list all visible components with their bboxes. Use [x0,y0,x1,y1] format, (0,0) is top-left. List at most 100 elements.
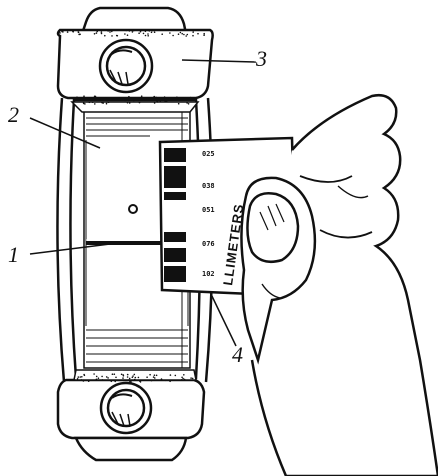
stipple-dot [164,379,167,382]
plastigage-strip [86,239,170,245]
stipple-dot [97,377,100,380]
stipple-dot [147,35,149,37]
stipple-dot [141,99,144,101]
stipple-dot [139,381,142,383]
stipple-dot [186,33,189,36]
stipple-dot [203,32,205,35]
stipple-dot [172,34,174,37]
scale-bar [164,266,186,282]
stipple-dot [100,32,103,35]
stipple-dot [124,33,126,35]
stipple-dot [95,32,98,34]
stipple-dot [74,379,76,381]
stipple-dot [153,374,156,377]
stipple-dot [76,378,79,380]
stipple-dot [159,100,162,103]
stipple-dot [122,375,125,377]
stipple-dot [81,376,83,378]
stipple-dot [151,29,154,32]
stipple-dot [76,96,78,98]
stipple-dot [110,380,113,383]
callout-leader-4 [209,291,237,347]
stipple-dot [139,97,142,100]
stipple-dot [87,380,90,383]
scale-bar [164,248,186,262]
stipple-dot [183,33,185,36]
stipple-dot [126,376,129,378]
stipple-dot [109,31,111,33]
stipple-dot [144,34,147,37]
callout-number-3: 3 [255,46,267,71]
stipple-dot [181,376,183,379]
stipple-dot [128,379,130,381]
stipple-dot [80,379,83,381]
callout-leader-1 [29,243,111,255]
stipple-dot [182,97,185,99]
stipple-dot [88,101,91,104]
stipple-dot [165,100,168,102]
stipple-dot [133,378,136,381]
stipple-dot [134,376,137,379]
stipple-dot [174,374,177,377]
stipple-dot [169,32,171,34]
stipple-dot [203,34,205,36]
stipple-dot [192,34,194,37]
stipple-dot [190,377,192,379]
stipple-dot [105,102,108,105]
stipple-dot [93,373,95,375]
stipple-dot [169,374,172,376]
stipple-dot [128,98,130,101]
stipple-dot [124,99,126,102]
hand [240,94,438,476]
stipple-dot [128,102,131,104]
stipple-dot [142,32,145,35]
scale-bar [164,192,186,200]
cap-lower-boss [74,436,188,462]
stipple-dot [161,33,163,35]
stipple-dot [125,29,127,32]
stipple-dot [101,101,103,104]
stipple-dot [113,373,116,376]
shell-outer-left [56,97,66,383]
stipple-dot [131,31,134,33]
stipple-dot [130,381,132,383]
stipple-dot [72,31,74,33]
stipple-dot [176,96,178,98]
stipple-dot [133,99,135,102]
stipple-dot [156,101,159,103]
stipple-dot [111,373,114,376]
stipple-dot [153,31,156,33]
stipple-dot [105,376,108,378]
scale-bar [164,166,186,188]
stipple-dot [89,97,92,99]
stipple-dot [153,95,155,98]
stipple-dot [105,97,107,99]
stipple-dot [104,34,106,37]
stipple-dot [180,379,183,381]
stipple-dot [155,374,158,377]
stipple-dot [130,97,133,99]
stipple-dot [133,373,136,376]
stipple-dot [146,98,149,100]
stipple-dot [87,97,89,99]
stipple-dot [191,377,194,380]
stipple-dot [138,101,141,104]
stipple-dot [101,375,103,378]
stipple-dot [181,32,183,35]
stipple-dot [186,29,189,32]
stipple-dot [94,103,96,105]
stipple-dot [189,97,192,100]
stipple-dot [179,31,182,34]
stipple-dot [128,95,130,98]
stipple-dot [100,31,103,33]
stipple-dot [152,376,155,378]
callout-leader-3 [181,59,257,63]
stipple-dot [79,376,82,378]
bearing-cap [56,6,214,462]
callout-number-4: 4 [232,342,243,367]
stipple-dot [79,98,81,101]
stipple-dot [106,101,108,103]
callout-leader-2 [29,117,101,149]
stipple-dot [147,33,149,35]
stipple-dot [183,374,185,376]
